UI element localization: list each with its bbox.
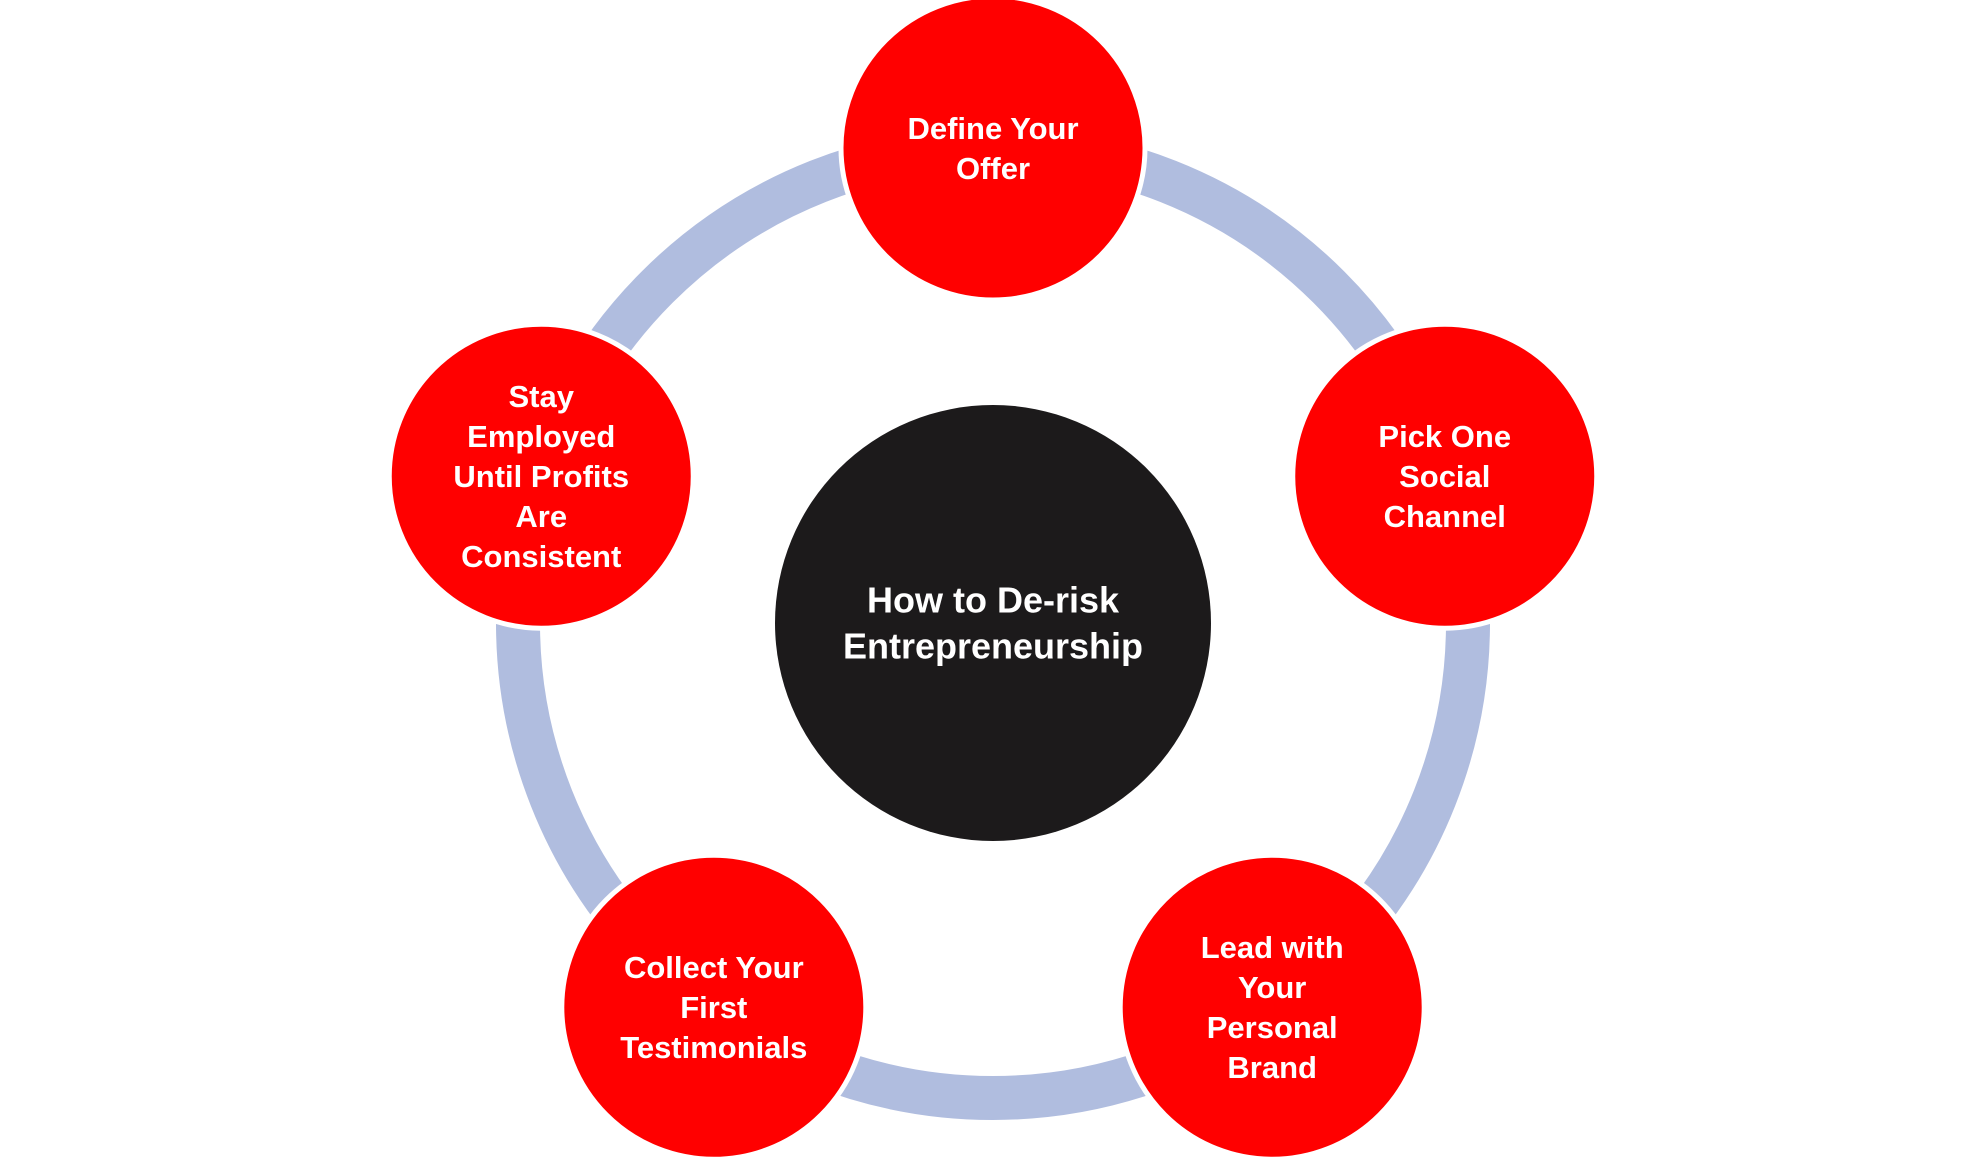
cycle-node-label-line: Channel <box>1384 499 1506 534</box>
center-circle <box>775 405 1211 841</box>
cycle-node-label-line: Stay <box>509 379 575 414</box>
cycle-node-circle <box>559 852 869 1157</box>
cycle-node-circle <box>1117 852 1427 1157</box>
cycle-node-label-line: Consistent <box>461 539 621 574</box>
center-label-line: Entrepreneurship <box>843 626 1143 667</box>
cycle-node-label-line: Offer <box>956 151 1030 186</box>
cycle-node-label-line: Until Profits <box>453 459 629 494</box>
center-label-line: How to De-risk <box>867 580 1120 621</box>
cycle-node-circle <box>838 0 1148 303</box>
cycle-node-label-line: Your <box>1238 970 1306 1005</box>
cycle-node-label-line: Social <box>1399 459 1490 494</box>
cycle-node-label-line: Brand <box>1227 1050 1317 1085</box>
cycle-node-label-line: Testimonials <box>620 1030 807 1065</box>
cycle-node-label-line: Employed <box>467 419 615 454</box>
cycle-node-circle <box>1290 321 1600 631</box>
cycle-node-label-line: First <box>680 990 747 1025</box>
cycle-node-circle <box>386 321 696 631</box>
cycle-node-label-line: Personal <box>1207 1010 1338 1045</box>
cycle-node-label-line: Are <box>515 499 567 534</box>
cycle-node-label-line: Define Your <box>907 111 1078 146</box>
cycle-node-label-line: Collect Your <box>624 950 804 985</box>
cycle-node-label-line: Lead with <box>1201 930 1344 965</box>
cycle-node-label-line: Pick One <box>1378 419 1511 454</box>
